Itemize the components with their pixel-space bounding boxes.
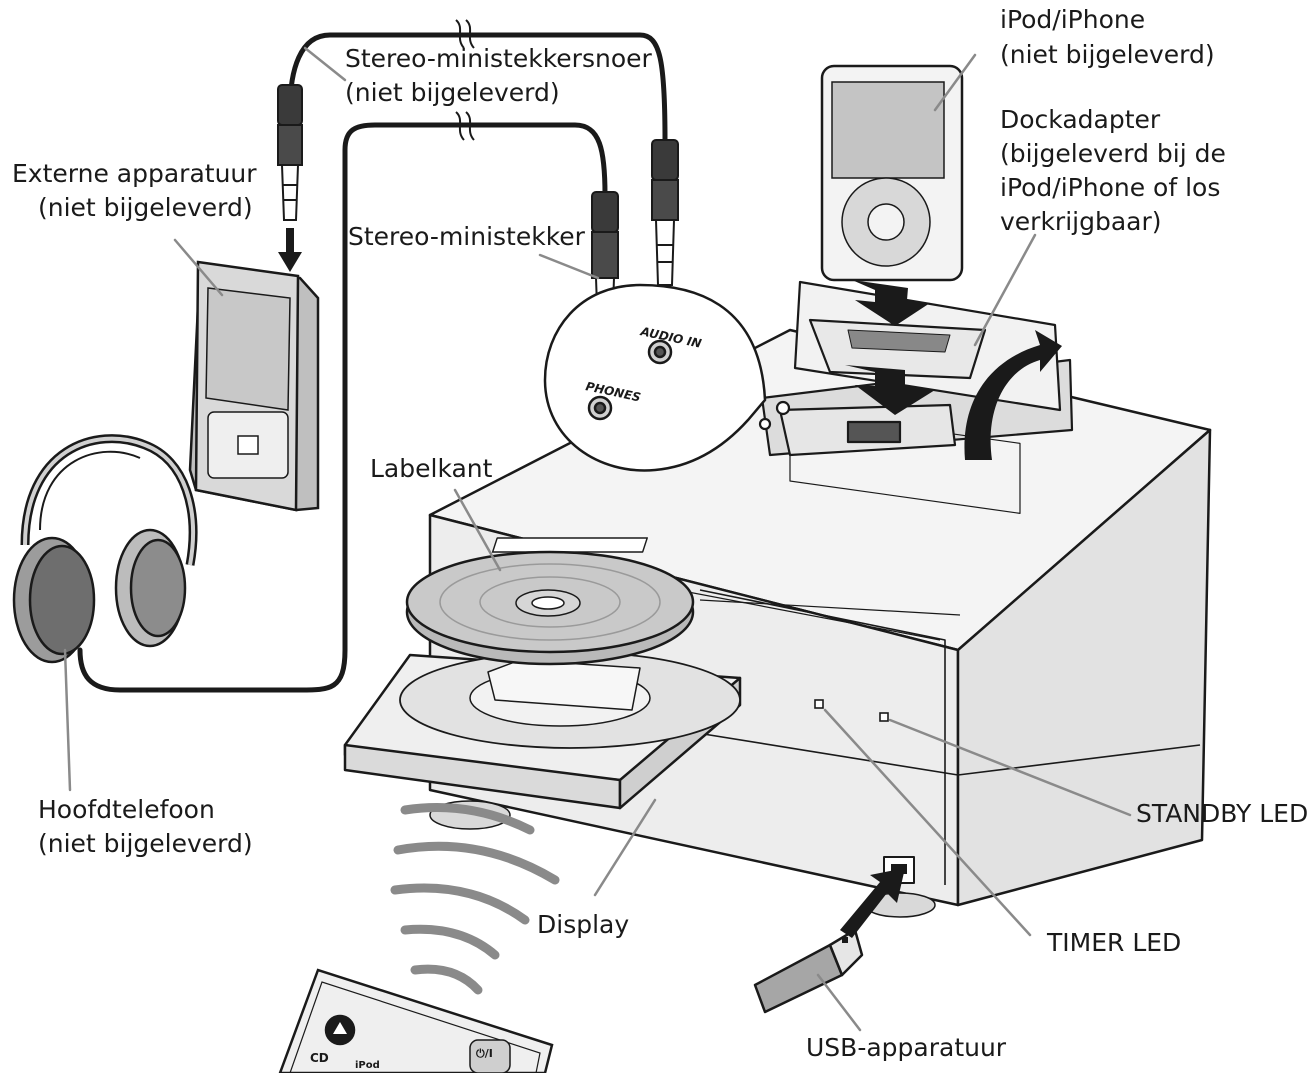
timer-led-label: TIMER LED [1047, 928, 1182, 957]
cable-break-marks [455, 19, 475, 141]
timer-led [814, 699, 824, 709]
dock-label-line3: iPod/iPhone of los [1000, 173, 1221, 202]
remote-power-label: ⏻/I [476, 1047, 493, 1060]
dock-label-line4: verkrijgbaar) [1000, 207, 1162, 236]
cord-label-line2: (niet bijgeleverd) [345, 78, 560, 107]
ipod-label-line1: iPod/iPhone [1000, 5, 1146, 34]
usb-stick [753, 928, 864, 1014]
remote-cd-label: CD [310, 1051, 329, 1065]
external-device-label-line1: Externe apparatuur [12, 159, 257, 188]
label-side-label: Labelkant [370, 454, 493, 483]
portable-player [188, 260, 320, 512]
usb-device-label: USB-apparatuur [806, 1033, 1007, 1062]
remote-ipod-label: iPod [355, 1060, 380, 1071]
plug-left [277, 84, 303, 221]
leader-lines [63, 46, 1132, 1032]
plug-right [651, 139, 679, 286]
dock-label-line2: (bijgeleverd bij de [1000, 139, 1226, 168]
usb-insert-arrow [840, 868, 905, 938]
standby-led [879, 712, 889, 722]
dock-arrows [845, 280, 1062, 460]
cord-label-line1: Stereo-ministekkersnoer [345, 44, 652, 73]
external-device-label-line2: (niet bijgeleverd) [38, 193, 253, 222]
jack-panel-callout: AUDIO IN PHONES [543, 283, 767, 472]
headphones-label-line1: Hoofdtelefoon [38, 795, 215, 824]
headphones [12, 434, 198, 664]
ipod-device [820, 64, 964, 282]
cables [77, 32, 668, 693]
remote-signal-waves [390, 803, 560, 995]
plug-label: Stereo-ministekker [348, 222, 585, 251]
cd-disc [405, 550, 695, 666]
ipod-label-line2: (niet bijgeleverd) [1000, 40, 1215, 69]
headphones-label-line2: (niet bijgeleverd) [38, 829, 253, 858]
standby-led-label: STANDBY LED [1136, 799, 1309, 828]
cd-tray [343, 651, 742, 810]
remote-control: CD iPod ⏻/I [278, 968, 554, 1073]
dock-label-line1: Dockadapter [1000, 105, 1161, 134]
display-label: Display [537, 910, 630, 939]
